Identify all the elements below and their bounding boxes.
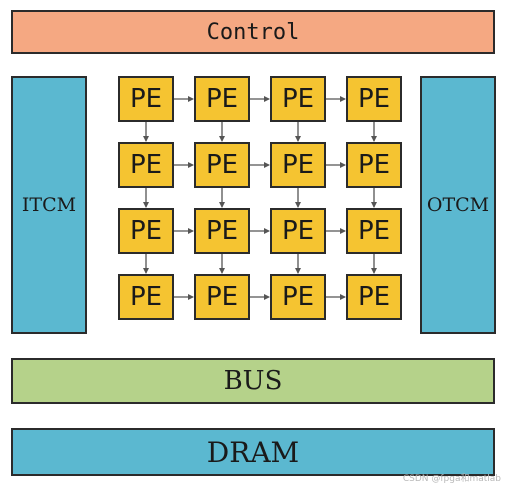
pe-cell-r3-c1: PE bbox=[118, 208, 174, 254]
bus-block: BUS bbox=[11, 358, 495, 404]
pe-cell-r3-c4: PE bbox=[346, 208, 402, 254]
pe-cell-r1-c2: PE bbox=[194, 76, 250, 122]
itcm-block: ITCM bbox=[11, 76, 87, 334]
pe-cell-r2-c1: PE bbox=[118, 142, 174, 188]
otcm-label: OTCM bbox=[426, 194, 490, 216]
pe-cell-r1-c4: PE bbox=[346, 76, 402, 122]
pe-cell-r4-c1: PE bbox=[118, 274, 174, 320]
watermark-text: CSDN @fpga和matlab bbox=[402, 474, 501, 484]
pe-cell-r2-c2: PE bbox=[194, 142, 250, 188]
control-label: Control bbox=[206, 19, 300, 45]
pe-cell-r2-c4: PE bbox=[346, 142, 402, 188]
bus-label: BUS bbox=[223, 366, 283, 396]
pe-cell-r1-c1: PE bbox=[118, 76, 174, 122]
dram-label: DRAM bbox=[206, 435, 300, 469]
pe-cell-r4-c4: PE bbox=[346, 274, 402, 320]
dram-block: DRAM bbox=[11, 428, 495, 476]
pe-cell-r1-c3: PE bbox=[270, 76, 326, 122]
otcm-block: OTCM bbox=[420, 76, 496, 334]
itcm-label: ITCM bbox=[21, 194, 77, 216]
pe-cell-r4-c2: PE bbox=[194, 274, 250, 320]
pe-cell-r4-c3: PE bbox=[270, 274, 326, 320]
pe-cell-r3-c2: PE bbox=[194, 208, 250, 254]
control-block: Control bbox=[11, 10, 495, 54]
pe-cell-r2-c3: PE bbox=[270, 142, 326, 188]
pe-cell-r3-c3: PE bbox=[270, 208, 326, 254]
